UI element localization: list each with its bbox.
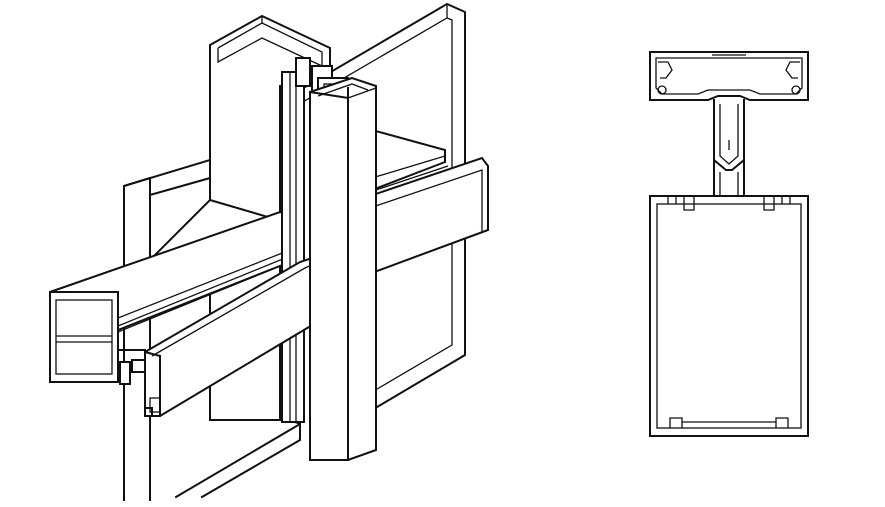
lower-frame (122, 158, 301, 501)
section-stem (713, 99, 745, 197)
isometric-assembly (49, 2, 489, 501)
front-mullion (308, 76, 377, 461)
section-body (649, 195, 809, 437)
profile-section (649, 51, 809, 437)
section-cap (649, 51, 809, 101)
